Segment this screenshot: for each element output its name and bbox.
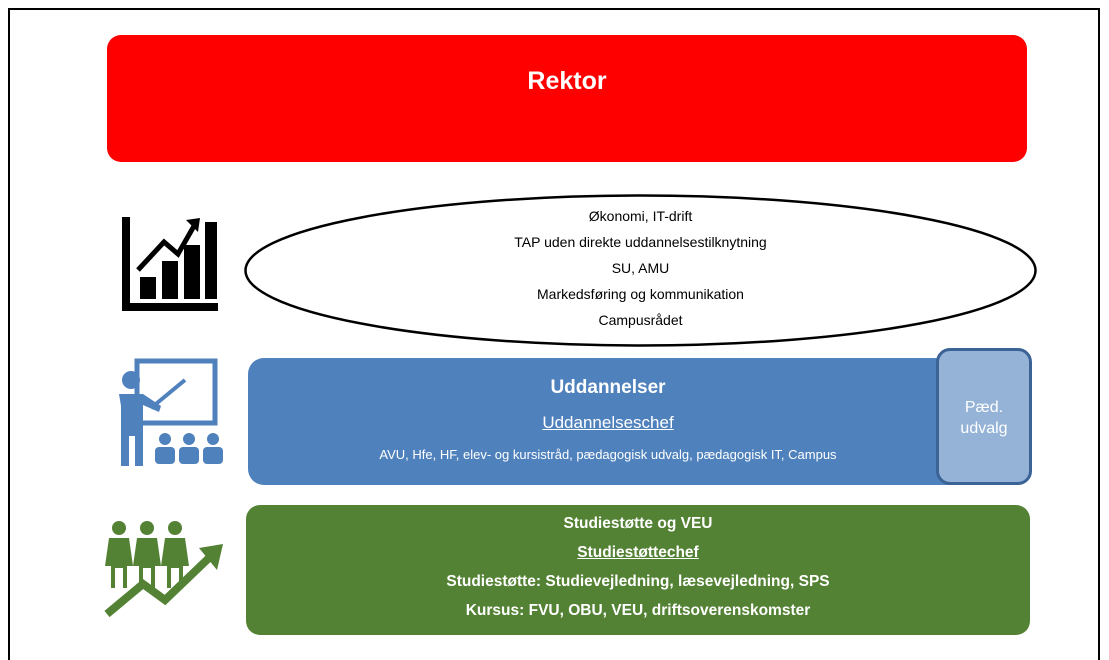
paed-udvalg-box: Pæd. udvalg <box>936 348 1032 485</box>
studiestotte-courses: Kursus: FVU, OBU, VEU, driftsoverenskoms… <box>465 602 811 619</box>
rektor-box: Rektor <box>107 35 1027 162</box>
bar-chart-growth-icon <box>122 217 218 311</box>
uddannelser-areas: AVU, Hfe, HF, elev- og kursistråd, pædag… <box>379 447 837 462</box>
uddannelser-box: Uddannelser Uddannelseschef AVU, Hfe, HF… <box>248 358 968 485</box>
admin-line: Markedsføring og kommunikation <box>537 286 744 302</box>
paed-line-2: udvalg <box>960 420 1008 437</box>
studiestottechef-label: Studiestøttechef <box>577 544 699 561</box>
uddannelser-title: Uddannelser <box>550 377 666 398</box>
studiestotte-title: Studiestøtte og VEU <box>563 515 713 532</box>
admin-line: Campusrådet <box>598 312 683 328</box>
admin-line: Økonomi, IT-drift <box>588 208 693 224</box>
diagram-frame <box>8 8 1100 660</box>
people-growth-icon <box>104 521 223 618</box>
admin-line: SU, AMU <box>611 260 670 276</box>
paed-line-1: Pæd. <box>964 399 1004 416</box>
administration-list: Økonomi, IT-drift TAP uden direkte uddan… <box>243 203 1038 333</box>
uddannelseschef-label: Uddannelseschef <box>542 413 674 432</box>
administration-ellipse <box>244 194 1037 347</box>
teacher-presentation-icon <box>119 358 223 466</box>
studiestotte-box: Studiestøtte og VEU Studiestøttechef Stu… <box>246 505 1030 635</box>
admin-line: TAP uden direkte uddannelsestilknytning <box>514 234 767 250</box>
rektor-title: Rektor <box>527 67 607 95</box>
studiestotte-support: Studiestøtte: Studievejledning, læsevejl… <box>446 573 830 590</box>
